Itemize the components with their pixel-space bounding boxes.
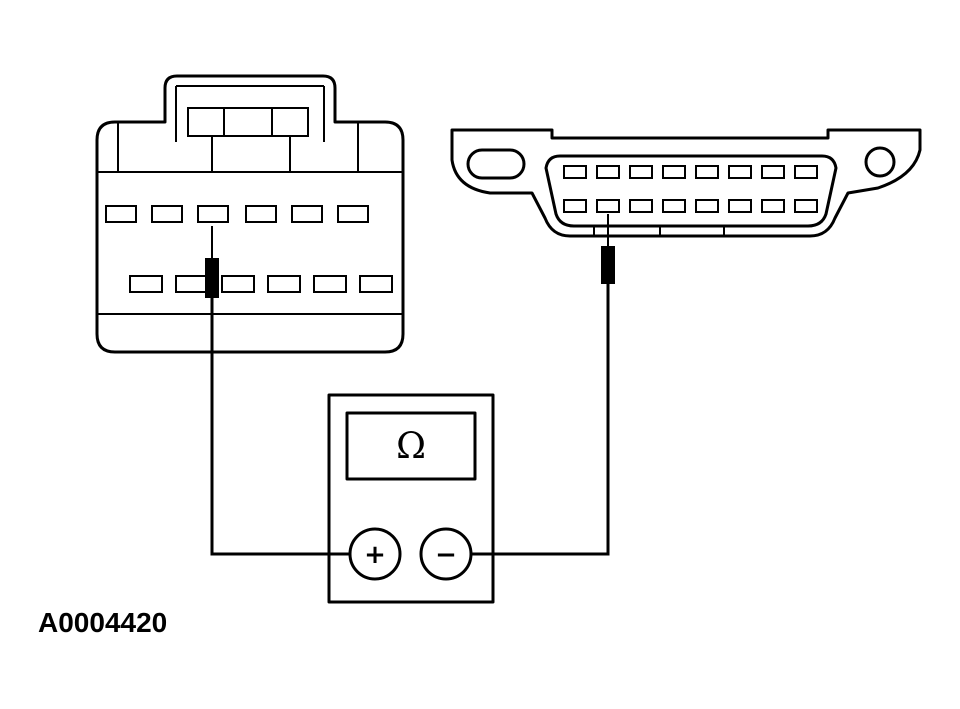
positive-probe	[205, 226, 219, 298]
connector-pin	[267, 275, 301, 293]
module-connector	[95, 74, 405, 354]
dlc-pin	[629, 165, 653, 179]
negative-test-lead	[472, 284, 610, 556]
connector-pin-tested	[197, 205, 229, 223]
dlc-pin	[728, 199, 752, 213]
figure-id: A0004420	[38, 607, 167, 638]
negative-terminal-symbol: −	[435, 540, 457, 570]
connector-bottom-pin-row	[129, 275, 393, 293]
dlc-mount-slot	[466, 148, 526, 180]
connector-pin	[105, 205, 137, 223]
connector-top-pin-row	[105, 205, 369, 223]
negative-probe	[601, 214, 615, 284]
probe-tip-negative	[601, 246, 615, 284]
connector-pin	[245, 205, 277, 223]
dlc-pin	[728, 165, 752, 179]
dlc-top-pin-row	[563, 165, 818, 179]
positive-terminal-symbol: +	[364, 540, 386, 570]
dlc-pin	[596, 165, 620, 179]
multimeter-body	[327, 393, 495, 604]
connector-pin	[313, 275, 347, 293]
dlc-pin	[695, 165, 719, 179]
connector-body	[95, 74, 405, 354]
dlc-pin	[662, 199, 686, 213]
connector-pin	[337, 205, 369, 223]
connector-pin	[129, 275, 163, 293]
multimeter-display	[345, 411, 477, 481]
dlc-pin	[761, 199, 785, 213]
dlc-pin	[794, 165, 818, 179]
dlc-pin	[563, 199, 587, 213]
dlc-connector	[450, 128, 922, 238]
dlc-pin	[794, 199, 818, 213]
dlc-pin	[662, 165, 686, 179]
dlc-pin	[563, 165, 587, 179]
dlc-housing	[450, 128, 922, 238]
dlc-pin	[761, 165, 785, 179]
dlc-insert	[544, 154, 838, 228]
connector-pin	[221, 275, 255, 293]
connector-latch-window	[187, 107, 309, 137]
dlc-pin	[629, 199, 653, 213]
connector-pin	[151, 205, 183, 223]
connector-pin	[291, 205, 323, 223]
connector-pin	[175, 275, 209, 293]
dlc-bottom-pin-row	[563, 199, 818, 213]
dlc-pin	[695, 199, 719, 213]
positive-terminal[interactable]	[348, 527, 402, 581]
ohm-symbol: Ω	[396, 426, 426, 467]
dlc-pin-tested	[596, 199, 620, 213]
probe-tip-positive	[205, 258, 219, 298]
positive-test-lead	[210, 298, 349, 556]
connector-pin	[359, 275, 393, 293]
multimeter: Ω + −	[327, 393, 495, 604]
connector-latch	[175, 85, 325, 142]
negative-terminal[interactable]	[419, 527, 473, 581]
dlc-mount-hole	[864, 146, 896, 178]
